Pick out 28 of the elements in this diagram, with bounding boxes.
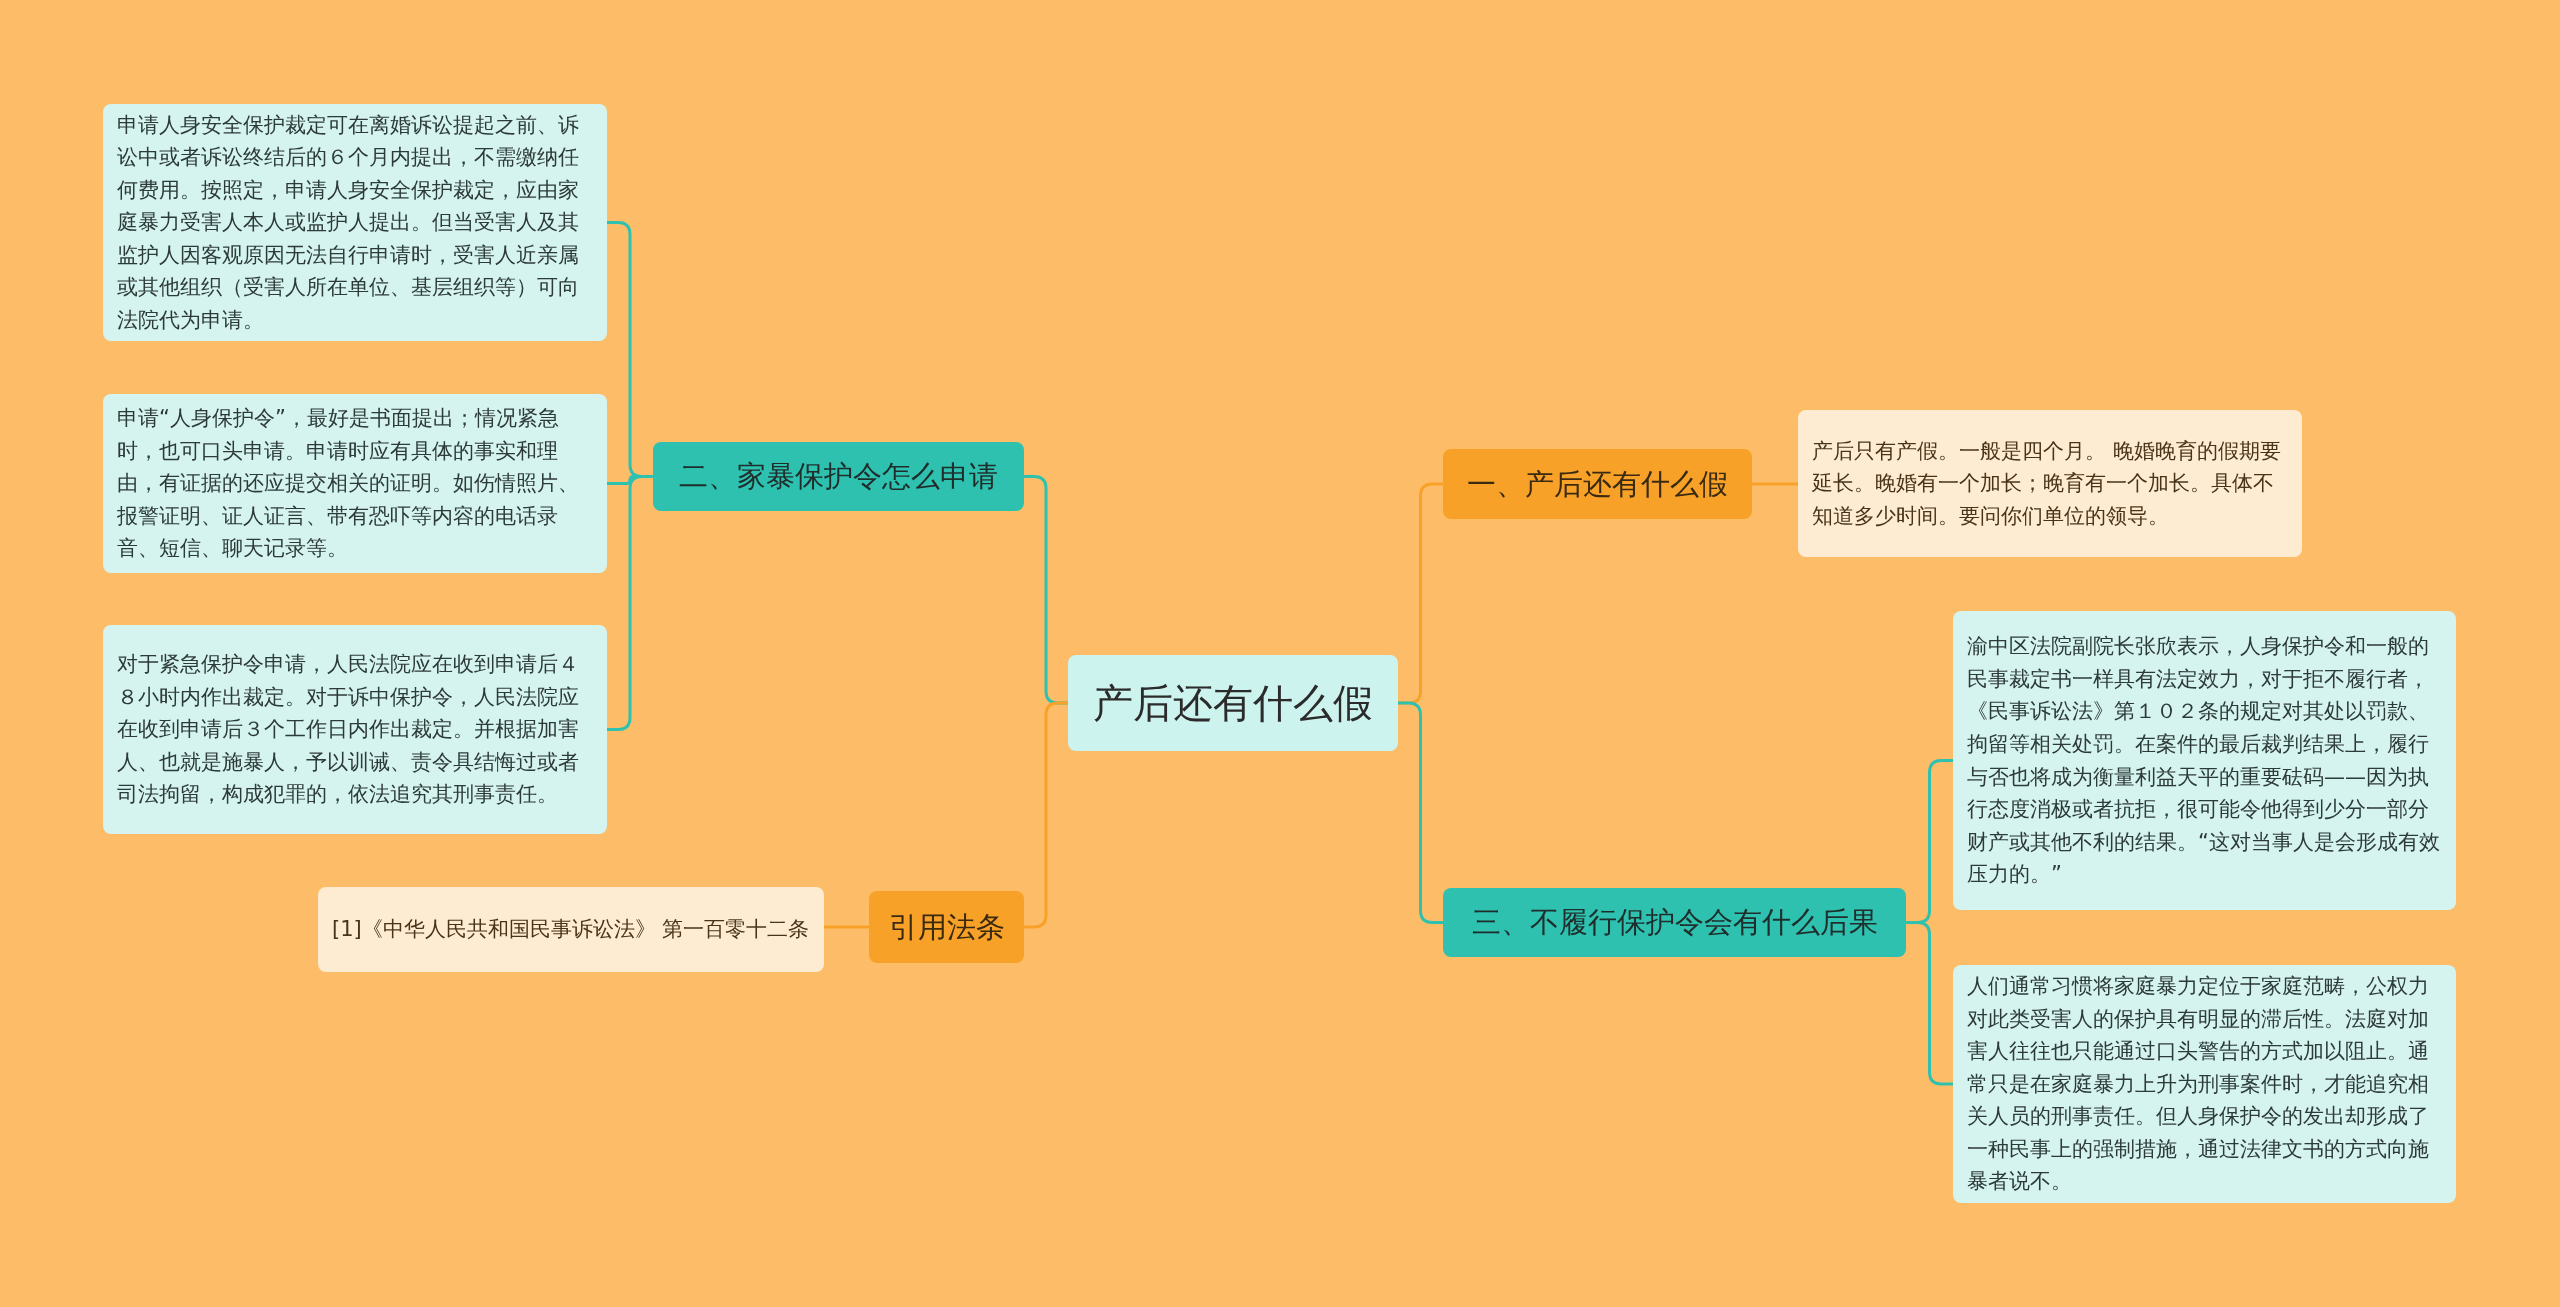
note-box [1798, 410, 2302, 557]
topic-box [1443, 888, 1906, 957]
node-text: 一、产后还有什么假 [1467, 465, 1728, 503]
topic-box [1443, 449, 1752, 519]
node-text: 产后还有什么假 [1093, 679, 1373, 728]
connector-line [1024, 701, 1068, 929]
note-box [103, 394, 607, 573]
node-text: 对于紧急保护令申请，人民法院应在收到申请后４８小时内作出裁定。对于诉中保护令，人民法院应在收到申请后３个工作日内作出裁定。并根据加害人、也就是施暴人，予以训诫、责令具结悔过或者司法拘留，构成犯罪的，依法追究其刑事责任。 [117, 651, 580, 809]
node-text: 申请人身安全保护裁定可在离婚诉讼提起之前、诉讼中或者诉讼终结后的６个月内提出，不需缴纳任何费用。按照定，申请人身安全保护裁定，应由家庭暴力受害人本人或监护人提出。但当受害人及其监护人因客观原因无法自行申请时，受害人近亲属或其他组织（受害人所在单位、基层组织等）可向法院代为申请。 [117, 111, 580, 334]
node-text: 申请“人身保护令”，最好是书面提出；情况紧急时，也可口头申请。申请时应有具体的事实和理由，有证据的还应提交相关的证明。如伤情照片、报警证明、证人证言、带有恐吓等内容的电话录音、短信、聊天记录等。 [117, 405, 580, 563]
connector-line [1906, 921, 1953, 1086]
note-box [318, 887, 824, 972]
connector-line [824, 925, 869, 929]
node-text: 二、家暴保护令怎么申请 [679, 458, 998, 496]
note-box [103, 625, 607, 834]
connector-line [1752, 482, 1798, 486]
node-text: [1]《中华人民共和国民事诉讼法》 第一百零十二条 [332, 916, 810, 944]
connector-line [607, 475, 653, 731]
topic-box [653, 442, 1024, 511]
node-text: 三、不履行保护令会有什么后果 [1471, 904, 1878, 942]
connector-line [1398, 701, 1443, 924]
central-topic [1068, 655, 1398, 751]
node-text: 产后只有产假。一般是四个月。 晚婚晚育的假期要延长。晚婚有一个加长；晚育有一个加长。具体不知道多少时间。要问你们单位的领导。 [1812, 437, 2282, 530]
topic-box [869, 891, 1024, 963]
node-text: 引用法条 [888, 908, 1005, 946]
node-text: 渝中区法院副院长张欣表示，人身保护令和一般的民事裁定书一样具有法定效力，对于拒不履行者，《民事诉讼法》第１０２条的规定对其处以罚款、拘留等相关处罚。在案件的最后裁判结果上，履行与否也将成为衡量利益天平的重要砝码——因为执行态度消极或者抗拒，很可能令他得到少分一部分财产或其他不利的结果。“这对当事人是会形成有效压力的。” [1967, 633, 2441, 889]
node-text: 人们通常习惯将家庭暴力定位于家庭范畴，公权力对此类受害人的保护具有明显的滞后性。法庭对加害人往往也只能通过口头警告的方式加以阻止。通常只是在家庭暴力上升为刑事案件时，才能追究相关人员的刑事责任。但人身保护令的发出却形成了一种民事上的强制措施，通过法律文书的方式向施暴者说不。 [1967, 973, 2430, 1196]
note-box [1953, 611, 2456, 910]
